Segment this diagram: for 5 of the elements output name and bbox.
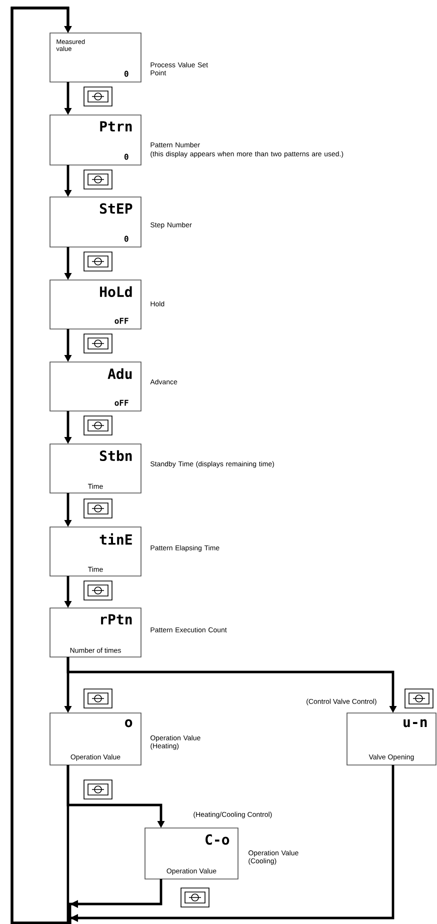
arrow: [10, 6, 394, 924]
display-box: StEP 0: [50, 196, 142, 248]
display-box: Ptrn 0: [50, 114, 142, 166]
display-box: HoLd oFF: [50, 280, 142, 330]
display-box: Adu oFF: [50, 362, 142, 412]
